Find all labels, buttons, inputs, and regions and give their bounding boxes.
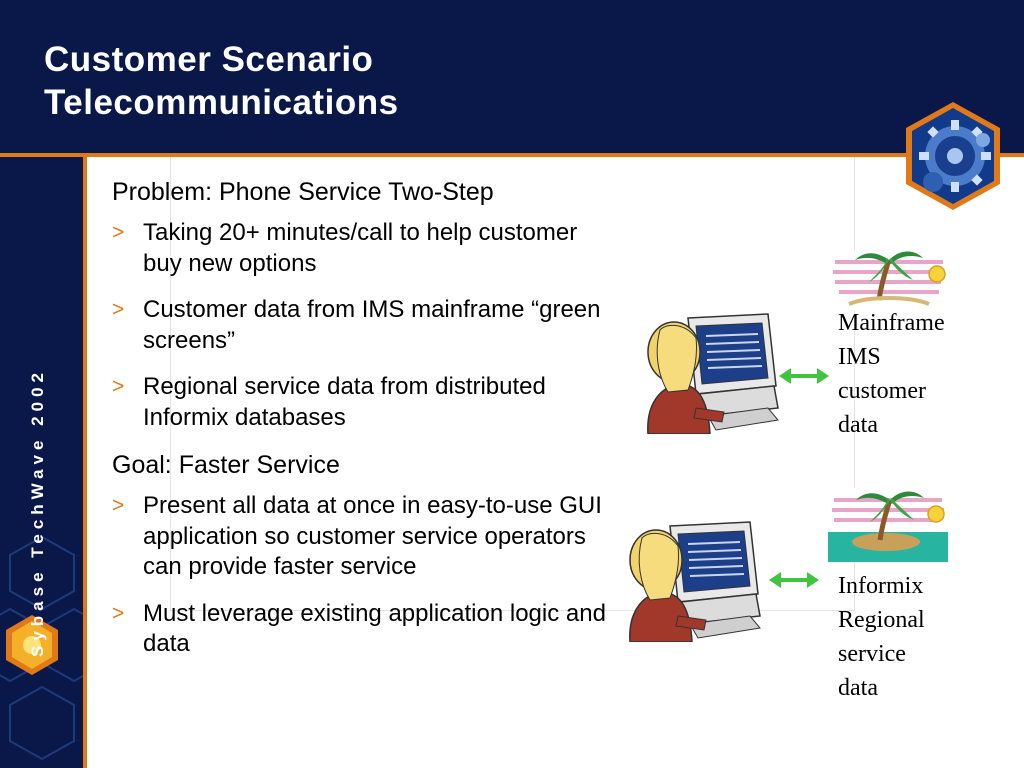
caption-line: data	[838, 675, 878, 701]
caption-line: data	[838, 412, 878, 438]
slide-header	[0, 0, 1024, 155]
bullet-icon: >	[112, 494, 125, 517]
caption-line: Informix	[838, 573, 924, 599]
caption-informix: Informix Regional service data	[838, 569, 925, 705]
hexagon-pattern-icon	[0, 537, 84, 761]
sidebar-divider	[83, 155, 87, 768]
caption-line: service	[838, 641, 906, 667]
caption-line: customer	[838, 378, 926, 404]
bullet-icon: >	[112, 375, 125, 398]
list-item: > Must leverage existing application logi…	[112, 599, 612, 660]
bullet-text: Customer data from IMS mainframe “green …	[143, 296, 601, 354]
sidebar-brand-text: Sybase TechWave 2002	[28, 367, 47, 657]
double-arrow-icon	[779, 368, 829, 384]
caption-line: IMS	[838, 344, 881, 370]
bullet-text: Regional service data from distributed I…	[143, 373, 546, 431]
problem-bullet-list: > Taking 20+ minutes/call to help custome…	[112, 218, 612, 433]
title-line-1: Customer Scenario	[44, 40, 374, 79]
goal-bullet-list: > Present all data at once in easy-to-use…	[112, 491, 612, 660]
caption-line: Regional	[838, 607, 925, 633]
bullet-icon: >	[112, 221, 125, 244]
double-arrow-icon	[769, 572, 819, 588]
header-divider	[0, 153, 1024, 157]
list-item: > Regional service data from distributed …	[112, 372, 612, 433]
bullet-text: Must leverage existing application logic…	[143, 599, 606, 658]
list-item: > Taking 20+ minutes/call to help custome…	[112, 218, 612, 279]
bullet-icon: >	[112, 298, 125, 321]
slide-body: Problem: Phone Service Two-Step > Taking …	[112, 176, 612, 676]
content-frame	[170, 157, 855, 611]
problem-heading: Problem: Phone Service Two-Step	[112, 178, 494, 206]
bullet-icon: >	[112, 601, 125, 625]
caption-line: Mainframe	[838, 310, 945, 336]
operator-computer-icon	[629, 521, 761, 642]
palm-island-icon	[829, 250, 949, 310]
list-item: > Present all data at once in easy-to-use…	[112, 491, 612, 583]
slide-title: Customer Scenario Telecommunications	[44, 38, 399, 124]
title-line-2: Telecommunications	[44, 83, 399, 122]
palm-island-icon	[828, 488, 948, 562]
caption-mainframe: Mainframe IMS customer data	[838, 306, 945, 442]
operator-computer-icon	[647, 313, 779, 434]
sidebar: Sybase TechWave 2002	[0, 157, 84, 768]
bullet-text: Taking 20+ minutes/call to help customer…	[143, 219, 578, 277]
list-item: > Customer data from IMS mainframe “green…	[112, 295, 612, 356]
bullet-text: Present all data at once in easy-to-use …	[143, 492, 602, 580]
goal-heading: Goal: Faster Service	[112, 451, 340, 479]
gear-logo-icon	[906, 102, 1000, 210]
